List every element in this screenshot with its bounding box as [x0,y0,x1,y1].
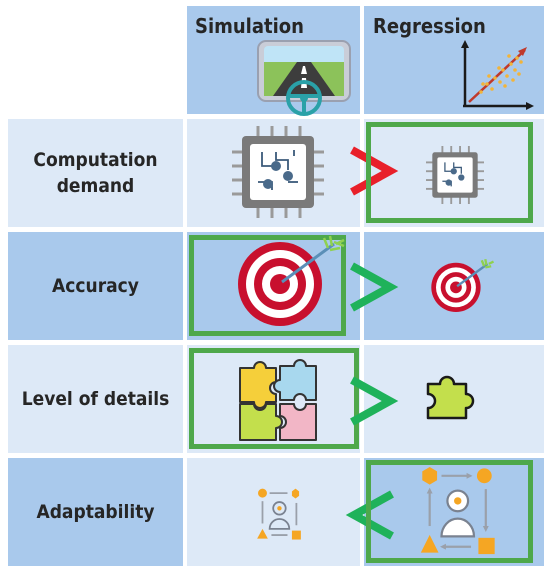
row-label-level-of-details: Level of details [21,388,170,410]
row-label-adaptability: Adaptability [36,501,155,523]
row-label-cell-adaptability [8,458,183,566]
row-label-cell-accuracy [8,232,183,340]
target-icon-small [431,258,495,312]
target-icon-large [238,235,345,326]
winner-frame-accuracy [189,235,346,336]
winner-frame-computation [366,122,533,223]
row-label-cell-details [8,345,183,453]
winner-frame-details [189,348,359,449]
driving-simulator-icon [257,40,351,116]
adaptable-person-icon-small [257,488,301,540]
row-label-line-2: demand [56,175,135,197]
row-label-computation-demand: Computation demand [8,119,183,227]
column-header-simulation: Simulation [195,14,304,38]
less-than-sign-green [345,490,394,540]
adaptable-person-icon-large [420,466,495,555]
regression-plot-icon [461,40,534,110]
puzzle-pieces-icon [239,359,317,441]
winner-frame-adaptability [366,460,533,563]
column-header-regression: Regression [373,14,486,38]
cpu-chip-icon-large [232,126,324,218]
greater-than-sign-green [350,376,399,426]
cpu-chip-icon-small [426,146,484,204]
single-puzzle-piece-icon [426,375,475,420]
row-label-line-1: Computation [33,149,158,171]
greater-than-sign-red [350,146,399,196]
greater-than-sign-green [350,262,399,312]
row-label-cell-computation [8,119,183,227]
row-label-accuracy: Accuracy [52,275,139,297]
